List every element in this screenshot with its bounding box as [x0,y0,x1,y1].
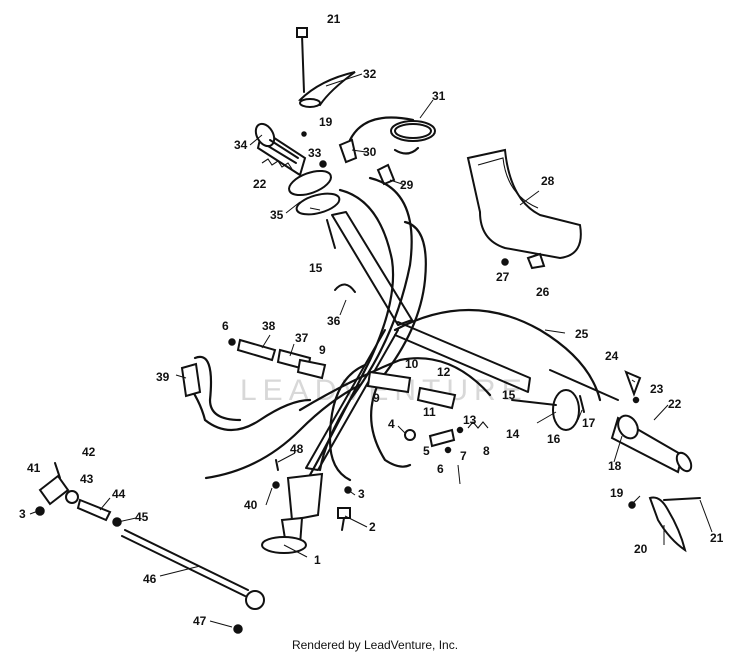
callout-45: 45 [135,510,149,524]
callout-46: 46 [143,572,157,586]
callout-35: 35 [270,208,284,222]
callout-25: 25 [575,327,589,341]
callout-21: 21 [710,531,724,545]
callout-3: 3 [19,507,26,521]
callout-41: 41 [27,461,41,475]
callout-26: 26 [536,285,550,299]
callout-29: 29 [400,178,414,192]
callout-4: 4 [388,417,395,431]
callout-19: 19 [610,486,624,500]
callout-labels: 1 2 3 3 4 5 6 6 7 8 9 9 10 11 12 13 14 1… [19,12,724,628]
callout-48: 48 [290,442,304,456]
callout-5: 5 [423,444,430,458]
callout-44: 44 [112,487,126,501]
callout-23: 23 [650,382,664,396]
left-handle-assembly [254,27,436,249]
callout-19: 19 [319,115,333,129]
callout-30: 30 [363,145,377,159]
shift-rod-assembly [35,462,265,634]
leader-lines [29,73,713,628]
callout-10: 10 [405,357,419,371]
callout-9: 9 [319,343,326,357]
callout-16: 16 [547,432,561,446]
callout-21: 21 [327,12,341,26]
callout-40: 40 [244,498,258,512]
callout-3: 3 [358,487,365,501]
handlebar-frame [180,176,602,554]
callout-6: 6 [437,462,444,476]
callout-31: 31 [432,89,446,103]
callout-2: 2 [369,520,376,534]
callout-1: 1 [314,553,321,567]
callout-15: 15 [502,388,516,402]
callout-11: 11 [423,405,436,419]
callout-47: 47 [193,614,207,628]
callout-32: 32 [363,67,377,81]
callout-33: 33 [308,146,322,160]
callout-15: 15 [309,261,323,275]
callout-22: 22 [253,177,267,191]
footer-credit: Rendered by LeadVenture, Inc. [291,638,459,652]
callout-28: 28 [541,174,555,188]
callout-27: 27 [496,270,510,284]
callout-7: 7 [460,449,467,463]
callout-34: 34 [234,138,248,152]
callout-38: 38 [262,319,276,333]
right-handle-assembly [466,148,701,553]
callout-17: 17 [582,416,596,430]
callout-36: 36 [327,314,341,328]
callout-39: 39 [156,370,170,384]
callout-18: 18 [608,459,622,473]
callout-42: 42 [82,445,96,459]
callout-12: 12 [437,365,451,379]
callout-13: 13 [463,413,477,427]
callout-43: 43 [80,472,94,486]
callout-24: 24 [605,349,619,363]
callout-37: 37 [295,331,309,345]
callout-22: 22 [668,397,682,411]
callout-9: 9 [373,391,380,405]
callout-14: 14 [506,427,520,441]
callout-8: 8 [483,444,490,458]
callout-6: 6 [222,319,229,333]
callout-20: 20 [634,542,648,556]
